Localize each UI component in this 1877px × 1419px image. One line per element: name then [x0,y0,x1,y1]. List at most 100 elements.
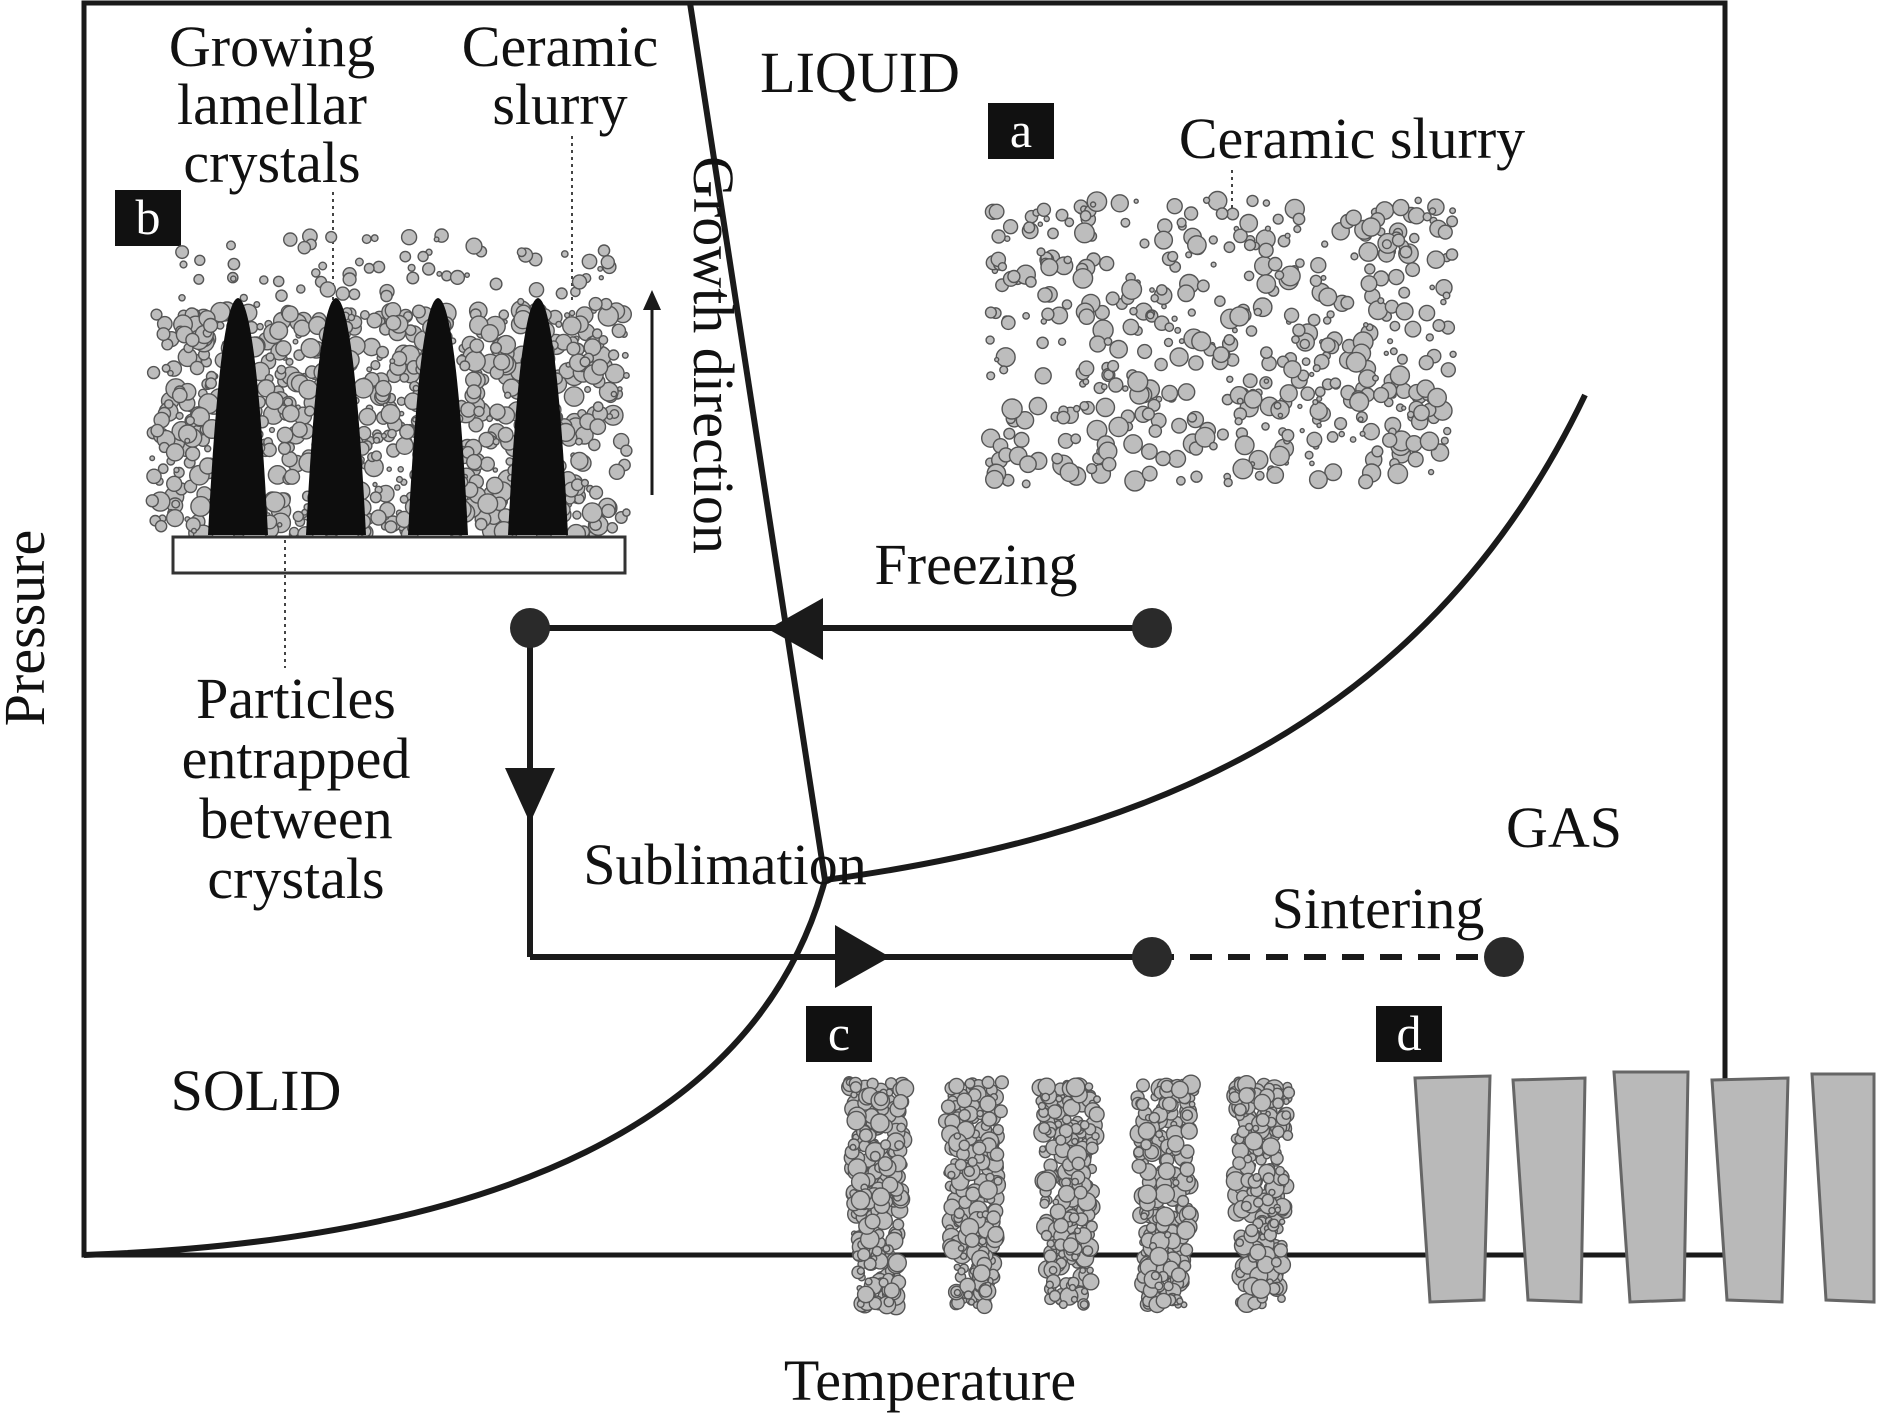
particle [1072,267,1094,289]
particle [1405,262,1421,278]
particle [1239,213,1259,233]
particle [1122,385,1129,392]
particle [1109,339,1129,359]
particle [1329,377,1342,390]
particle [1282,1086,1296,1099]
particle [606,522,619,534]
particle [1163,337,1174,348]
particle [335,286,350,301]
particle [1322,316,1332,325]
particle [1062,1098,1081,1117]
particle [1349,436,1357,443]
particle [492,438,500,446]
particle [1320,337,1336,353]
particle [466,384,482,400]
particle [275,340,292,357]
particle [1381,239,1393,250]
particle [1333,417,1348,431]
particle [385,314,402,331]
particle [588,296,603,312]
sintered-pillar [1710,1076,1790,1304]
panel-b-particles-label-line3: between [199,786,392,851]
particle [1281,1110,1292,1121]
particle [965,1186,981,1202]
particle [225,240,236,251]
particle [194,254,206,266]
particle [1307,313,1321,327]
particle [406,271,420,285]
particle [846,1110,867,1131]
particle [1188,1100,1196,1108]
particle [1216,428,1230,441]
particle [1179,1161,1195,1178]
region-liquid-label: LIQUID [760,40,960,105]
particle [1272,213,1284,225]
lamellar-crystal [208,298,268,535]
particle [1407,207,1426,225]
particle [1055,208,1069,222]
particle [517,297,525,306]
sublimation-arrow-icon [835,925,890,988]
particle [1250,1278,1271,1299]
particle [489,277,503,291]
particle [1088,1106,1105,1123]
particle [871,1245,883,1257]
particle [1059,462,1080,483]
particle [1141,465,1158,482]
particle [972,1264,991,1283]
particle [1036,202,1052,218]
particle [1041,307,1055,321]
particle [610,390,618,398]
particle [1295,258,1305,268]
particle [1208,235,1219,245]
particle [1432,319,1446,333]
particle [361,234,372,245]
particle [883,1296,895,1308]
particle [1082,1273,1100,1291]
particle [1185,251,1193,259]
particle [1036,247,1046,257]
particle [1263,378,1270,384]
particle [391,350,408,367]
particle [265,391,284,411]
particle [1292,212,1306,226]
particle [1314,386,1326,398]
panel-d-sintered-pillars [1413,1070,1876,1304]
particle [469,338,485,354]
particle [292,338,299,345]
particle [864,1213,881,1230]
particle [281,404,300,423]
particle [1108,416,1129,438]
particle [976,1109,984,1118]
particle [997,262,1008,272]
particle [881,1176,899,1194]
particle [1098,255,1115,272]
panel-b-growing-label-line2: lamellar [177,72,367,137]
particle [1442,291,1451,300]
particle [1101,456,1117,472]
particle [1449,350,1457,358]
particle [1167,250,1179,263]
particle [354,257,364,267]
particle [580,478,590,488]
particle [149,455,156,462]
particle [1038,1121,1051,1135]
particle [272,275,285,288]
particle [1383,350,1390,356]
particle [276,522,283,528]
sintered-pillar [1612,1070,1690,1304]
particle [1154,1281,1164,1291]
particle [1079,401,1090,412]
particle [370,360,381,371]
particle [1391,233,1406,247]
particle [1150,1271,1161,1281]
particle [1079,1120,1090,1130]
particle [1396,353,1408,365]
particle [986,371,996,381]
particle [366,366,373,373]
particle [1363,321,1369,328]
particle [1148,1111,1161,1124]
particle [1399,245,1413,259]
particle [395,436,414,455]
particle [497,426,514,443]
